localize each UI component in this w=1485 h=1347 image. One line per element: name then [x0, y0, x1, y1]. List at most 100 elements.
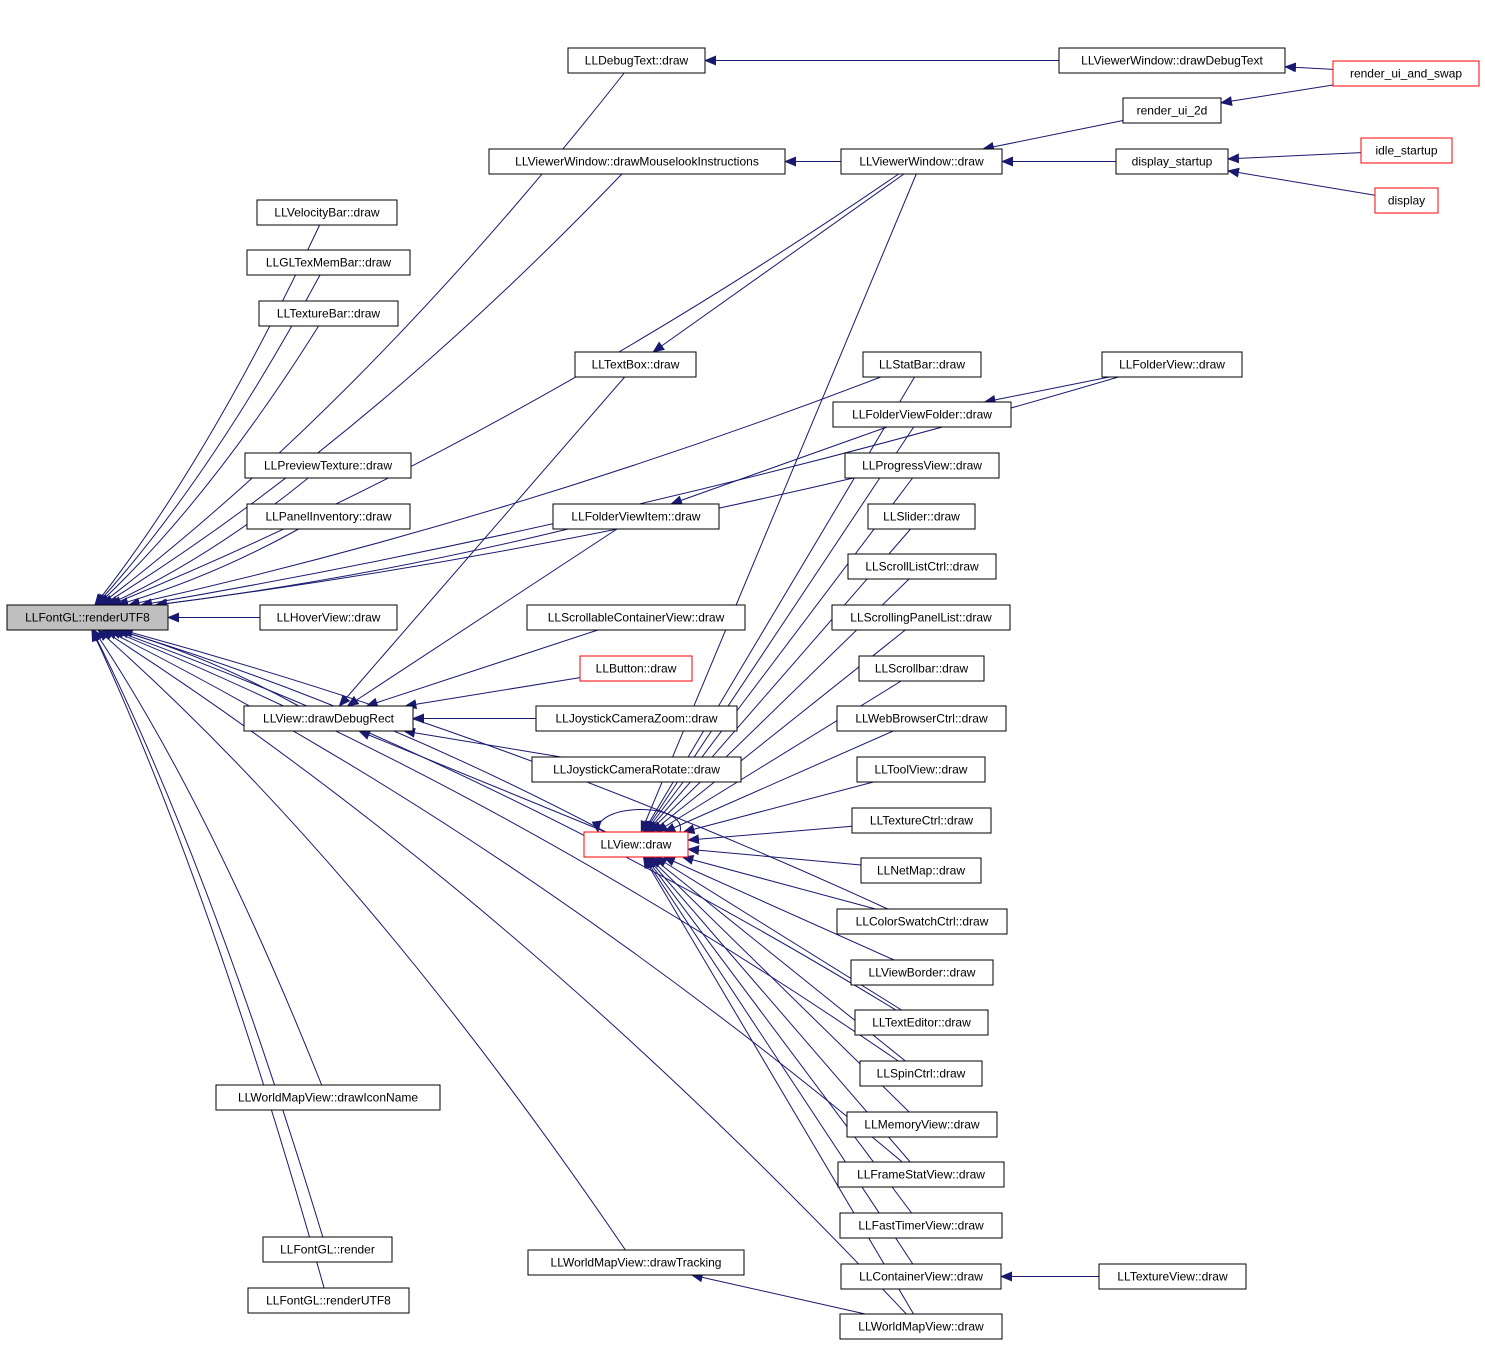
node-box	[527, 1249, 745, 1276]
node-render-ui-2d[interactable]: render_ui_2d	[1122, 97, 1222, 124]
call-edge-progressview-to-root	[155, 477, 854, 609]
node-label: LLToolView::draw	[875, 763, 968, 777]
node-label: LLFastTimerView::draw	[858, 1219, 984, 1233]
node-framestatview[interactable]: LLFrameStatView::draw	[837, 1161, 1005, 1188]
node-render-ui-and-swap[interactable]: render_ui_and_swap	[1332, 60, 1480, 87]
node-folderview[interactable]: LLFolderView::draw	[1101, 351, 1243, 378]
node-display-startup[interactable]: display_startup	[1115, 148, 1229, 175]
node-texteditor[interactable]: LLTextEditor::draw	[854, 1009, 989, 1036]
node-box	[583, 831, 689, 858]
call-edge-worldmapview_draw-to-view_draw	[642, 856, 915, 1315]
node-joyzoom[interactable]: LLJoystickCameraZoom::draw	[535, 705, 738, 732]
node-colorswatch[interactable]: LLColorSwatchCtrl::draw	[836, 908, 1008, 935]
node-label: LLWorldMapView::draw	[858, 1320, 984, 1334]
node-label: LLTextBox::draw	[592, 358, 680, 372]
node-progressview[interactable]: LLProgressView::draw	[844, 452, 1000, 479]
call-edge-statbar-to-root	[127, 376, 881, 608]
node-debugtext[interactable]: LLDebugText::draw	[567, 47, 706, 74]
node-idle-startup[interactable]: idle_startup	[1360, 137, 1453, 164]
node-label: render_ui_2d	[1137, 104, 1208, 118]
node-button[interactable]: LLButton::draw	[579, 655, 693, 682]
node-textureview[interactable]: LLTextureView::draw	[1098, 1263, 1247, 1290]
node-webbrowser[interactable]: LLWebBrowserCtrl::draw	[836, 705, 1007, 732]
node-gltexmembar[interactable]: LLGLTexMemBar::draw	[246, 249, 411, 276]
node-vw-mouselook[interactable]: LLViewerWindow::drawMouselookInstruction…	[488, 148, 786, 175]
node-vw-draw[interactable]: LLViewerWindow::draw	[840, 148, 1003, 175]
node-worldmapview-draw[interactable]: LLWorldMapView::draw	[839, 1313, 1003, 1340]
node-scrollbar[interactable]: LLScrollbar::draw	[858, 655, 985, 682]
node-velocitybar[interactable]: LLVelocityBar::draw	[256, 199, 398, 226]
node-label: LLMemoryView::draw	[864, 1118, 979, 1132]
node-box	[837, 1161, 1005, 1188]
call-edge-colorswatch-to-root	[120, 628, 888, 910]
node-label: idle_startup	[1375, 144, 1437, 158]
node-box	[246, 503, 411, 530]
call-edge-texturebar-to-root	[96, 325, 320, 606]
node-label: LLScrollingPanelList::draw	[850, 611, 992, 625]
node-box	[243, 705, 414, 732]
node-box	[6, 604, 169, 631]
node-fontgl-render[interactable]: LLFontGL::render	[262, 1236, 393, 1263]
node-view-draw[interactable]: LLView::draw	[583, 831, 689, 858]
node-box	[851, 807, 992, 834]
call-edge-idle_startup-to-display_startup	[1227, 152, 1362, 164]
node-box	[1332, 60, 1480, 87]
node-worldmap-drawiconname[interactable]: LLWorldMapView::drawIconName	[215, 1084, 441, 1111]
node-spinctrl[interactable]: LLSpinCtrl::draw	[859, 1060, 983, 1087]
node-panelinventory[interactable]: LLPanelInventory::draw	[246, 503, 411, 530]
node-label: LLViewBorder::draw	[869, 966, 976, 980]
call-edge-render_ui_2d-to-vw_draw	[981, 120, 1124, 152]
node-scrolllistctrl[interactable]: LLScrollListCtrl::draw	[847, 553, 997, 580]
node-label: LLStatBar::draw	[879, 358, 965, 372]
node-scrollingpanellist[interactable]: LLScrollingPanelList::draw	[831, 604, 1011, 631]
node-folderviewitem[interactable]: LLFolderViewItem::draw	[552, 503, 720, 530]
node-hoverview[interactable]: LLHoverView::draw	[259, 604, 398, 631]
call-edge-display-to-display_startup	[1227, 167, 1376, 196]
node-toolview[interactable]: LLToolView::draw	[856, 756, 986, 783]
node-box	[256, 199, 398, 226]
node-box	[839, 1313, 1003, 1340]
call-edge-gltexmembar-to-root	[95, 274, 321, 606]
node-box	[840, 1263, 1002, 1290]
call-edge-worldmapview_draw-to-root	[101, 629, 907, 1315]
node-viewborder[interactable]: LLViewBorder::draw	[850, 959, 994, 986]
node-texturectrl[interactable]: LLTextureCtrl::draw	[851, 807, 992, 834]
node-display[interactable]: display	[1374, 187, 1439, 214]
node-label: LLDebugText::draw	[585, 54, 689, 68]
node-label: LLViewerWindow::draw	[859, 155, 984, 169]
call-edge-panelinventory-to-root	[116, 528, 299, 607]
node-scrollablecontainer[interactable]: LLScrollableContainerView::draw	[526, 604, 746, 631]
node-folderviewfolder[interactable]: LLFolderViewFolder::draw	[832, 401, 1012, 428]
node-memoryview[interactable]: LLMemoryView::draw	[846, 1111, 998, 1138]
node-label: LLScrollListCtrl::draw	[865, 560, 979, 574]
node-containerview[interactable]: LLContainerView::draw	[840, 1263, 1002, 1290]
node-root[interactable]: LLFontGL::renderUTF8	[6, 604, 169, 631]
call-edge-texteditor-to-view_draw	[655, 856, 902, 1011]
node-box	[1098, 1263, 1247, 1290]
call-edge-scrollablecontainer-to-drawdebugrect	[365, 629, 599, 708]
node-textbox[interactable]: LLTextBox::draw	[574, 351, 697, 378]
node-box	[846, 1111, 998, 1138]
node-netmap[interactable]: LLNetMap::draw	[860, 857, 982, 884]
node-vw-drawdebugtext[interactable]: LLViewerWindow::drawDebugText	[1058, 47, 1286, 74]
node-fasttimerview[interactable]: LLFastTimerView::draw	[839, 1212, 1003, 1239]
node-worldmap-drawtracking[interactable]: LLWorldMapView::drawTracking	[527, 1249, 745, 1276]
call-edge-view_draw-to-drawdebugrect	[358, 730, 606, 833]
node-drawdebugrect[interactable]: LLView::drawDebugRect	[243, 705, 414, 732]
node-statbar[interactable]: LLStatBar::draw	[862, 351, 982, 378]
node-previewtexture[interactable]: LLPreviewTexture::draw	[244, 452, 412, 479]
node-box	[567, 47, 706, 74]
node-slider[interactable]: LLSlider::draw	[867, 503, 976, 530]
call-edge-texteditor-to-root	[112, 629, 897, 1011]
node-fontgl-renderutf8-2[interactable]: LLFontGL::renderUTF8	[247, 1287, 410, 1314]
node-label: LLViewerWindow::drawMouselookInstruction…	[515, 155, 759, 169]
node-texturebar[interactable]: LLTextureBar::draw	[258, 300, 399, 327]
node-label: LLView::draw	[601, 838, 672, 852]
node-box	[215, 1084, 441, 1111]
node-box	[859, 1060, 983, 1087]
call-edge-vw_draw-to-view_draw	[640, 173, 917, 833]
node-box	[262, 1236, 393, 1263]
node-label: LLVelocityBar::draw	[274, 206, 379, 220]
node-joyrotate[interactable]: LLJoystickCameraRotate::draw	[531, 756, 742, 783]
